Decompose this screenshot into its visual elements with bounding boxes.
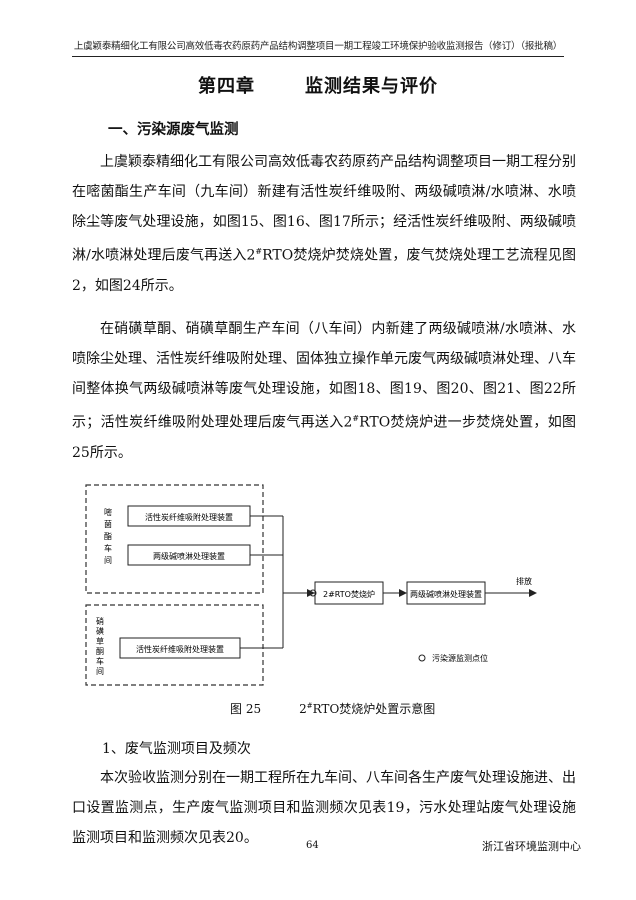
figure-number: 图 25	[230, 702, 262, 716]
paragraph-1-text: 上虞颖泰精细化工有限公司高效低毒农药原药产品结构调整项目一期工程分别在嘧菌酯生产…	[72, 154, 576, 264]
process-flow-diagram: 嘧菌酯车间 活性炭纤维吸附处理装置 两级碱喷淋处理装置 硝磺草酮车间 活性炭纤维…	[85, 484, 537, 686]
paragraph-1: 上虞颖泰精细化工有限公司高效低毒农药原药产品结构调整项目一期工程分别在嘧菌酯生产…	[72, 147, 576, 301]
paragraph-2: 在硝磺草酮、硝磺草酮生产车间（八车间）内新建了两级碱喷淋/水喷淋、水喷除尘处理、…	[72, 314, 576, 468]
paragraph-2-text: 在硝磺草酮、硝磺草酮生产车间（八车间）内新建了两级碱喷淋/水喷淋、水喷除尘处理、…	[72, 321, 576, 431]
scrubber-box-label: 两级碱喷淋处理装置	[410, 589, 482, 599]
chapter-name: 监测结果与评价	[305, 76, 438, 97]
outlet-label: 排放	[516, 576, 532, 586]
footer-org: 浙江省环境监测中心	[482, 840, 581, 853]
rto-box-label: 2#RTO焚烧炉	[323, 589, 375, 599]
figure-title-sup: #	[306, 702, 313, 710]
group1-label: 嘧菌酯车间	[104, 507, 113, 568]
figure-title-prefix: 2	[299, 702, 307, 716]
page-header: 上虞颖泰精细化工有限公司高效低毒农药原药产品结构调整项目一期工程竣工环境保护验收…	[73, 41, 563, 52]
figure-title: RTO焚烧炉处置示意图	[312, 702, 436, 716]
section-heading: 一、污染源废气监测	[108, 122, 239, 138]
group1-box1-label: 活性炭纤维吸附处理装置	[145, 512, 233, 522]
subsection-heading: 1、废气监测项目及频次	[102, 741, 251, 757]
chapter-title: 第四章 监测结果与评价	[0, 72, 636, 98]
paragraph-2-end: RTO焚烧炉进一步焚烧处置，如图25所示。	[72, 414, 576, 461]
group2-box1-label: 活性炭纤维吸附处理装置	[136, 644, 224, 654]
chapter-number: 第四章	[198, 76, 255, 97]
header-rule	[72, 56, 564, 57]
paragraph-2-sup: #	[352, 414, 360, 423]
figure-caption: 图 25 2#RTO焚烧炉处置示意图	[230, 700, 435, 717]
page-number: 64	[306, 840, 319, 851]
group2-label: 硝磺草酮车间	[96, 616, 105, 677]
group1-box2-label: 两级碱喷淋处理装置	[153, 551, 225, 561]
legend-text: 污染源监测点位	[432, 653, 488, 663]
legend-marker	[418, 654, 426, 662]
monitoring-point-marker	[309, 589, 317, 597]
paragraph-1-sup: #	[255, 247, 263, 256]
group2-frame	[85, 604, 264, 686]
paragraph-1-end: RTO焚烧炉焚烧处置，废气焚烧处理工艺流程见图2，如图24所示。	[72, 247, 576, 294]
group1-frame	[85, 484, 264, 594]
paragraph-3: 本次验收监测分别在一期工程所在九车间、八车间各生产废气处理设施进、出口设置监测点…	[72, 770, 576, 846]
